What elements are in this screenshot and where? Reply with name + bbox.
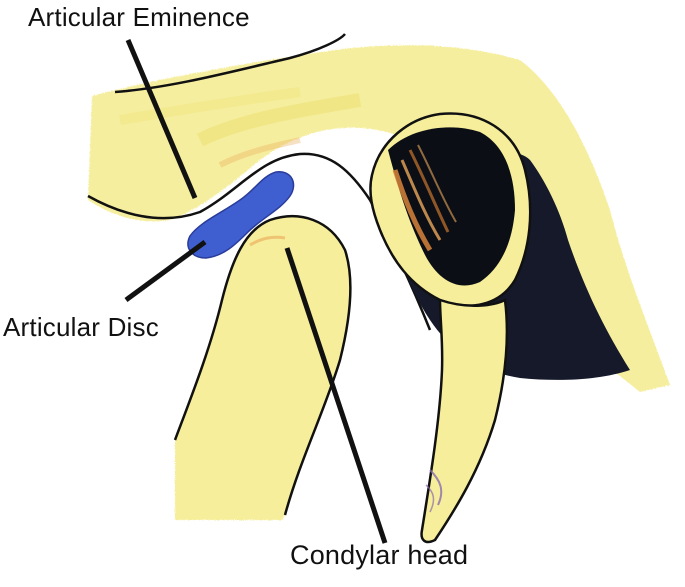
- label-condylar-head: Condylar head: [290, 540, 469, 570]
- articular-disc: [187, 171, 295, 259]
- label-articular-eminence: Articular Eminence: [28, 2, 250, 32]
- condyle: [173, 215, 352, 520]
- styloid-process: [420, 298, 509, 544]
- label-articular-disc: Articular Disc: [3, 312, 159, 342]
- leader-line-disc: [124, 239, 207, 303]
- leader-line-condyle: [284, 247, 388, 544]
- leader-lines: [124, 39, 388, 544]
- ear-canal: [369, 112, 532, 307]
- leader-line-eminence: [125, 39, 198, 199]
